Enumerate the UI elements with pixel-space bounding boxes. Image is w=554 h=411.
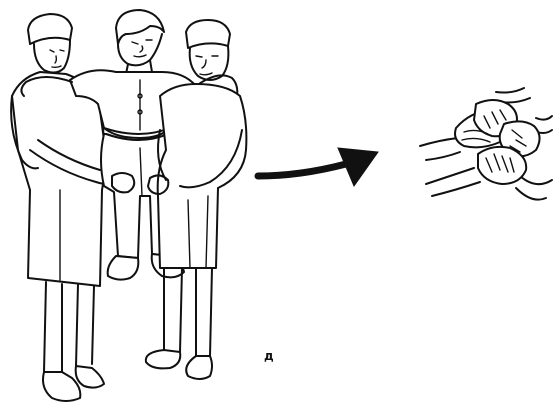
arrow-icon xyxy=(258,148,378,186)
figure-caption: д xyxy=(264,350,274,362)
hand-grip-detail xyxy=(420,88,552,200)
